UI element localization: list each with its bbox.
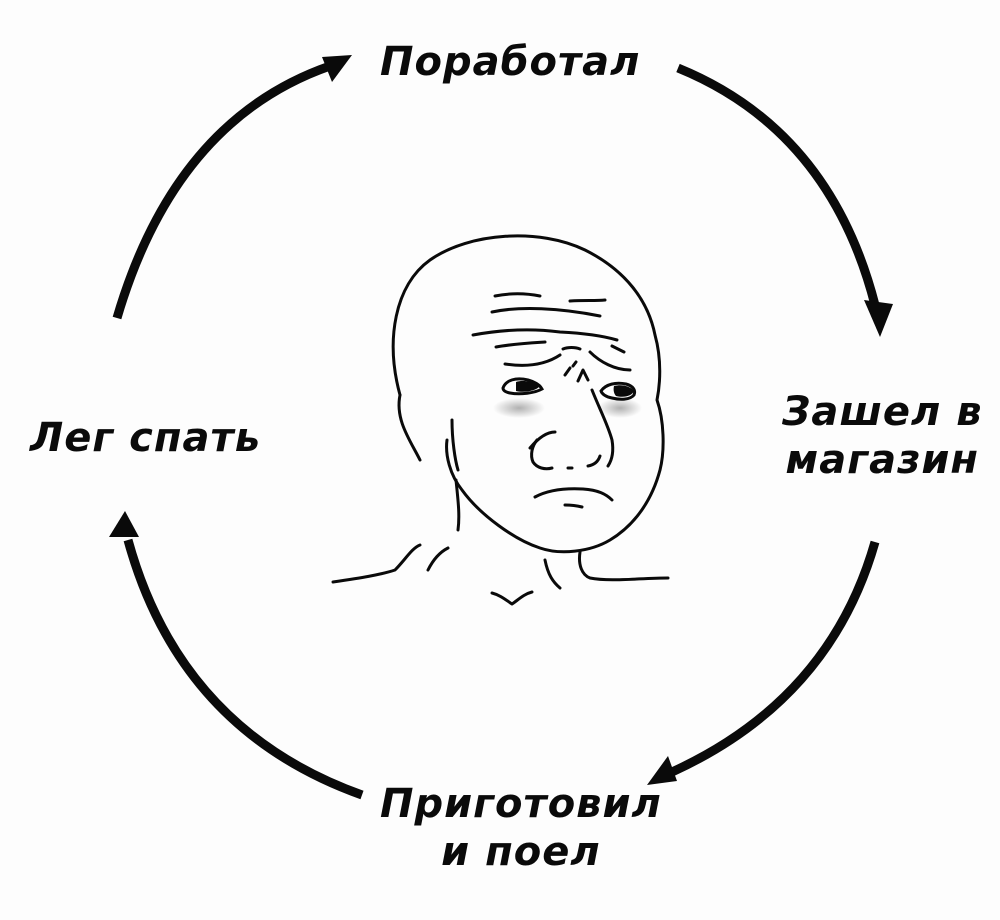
arrowhead-bottom-icon: [647, 756, 677, 785]
step-label-line: Приготовил: [380, 781, 662, 827]
arrow-right-to-bottom: [670, 540, 880, 777]
step-label-line: Лег спать: [30, 415, 261, 461]
arrow-left-to-top: [112, 61, 332, 320]
step-label-line: Зашел в: [782, 389, 983, 435]
step-label-right: Зашел в магазин: [782, 388, 983, 484]
arrow-top-to-right: [676, 63, 880, 307]
arrow-bottom-to-left: [123, 538, 364, 800]
step-label-bottom: Приготовил и поел: [380, 780, 662, 876]
arrowhead-right-icon: [864, 300, 893, 337]
step-label-line: и поел: [441, 829, 601, 875]
arrowhead-top-icon: [322, 55, 352, 82]
step-label-top: Поработал: [380, 38, 640, 86]
step-label-left: Лег спать: [30, 414, 261, 462]
step-label-line: Поработал: [380, 39, 641, 85]
arrowhead-left-icon: [109, 511, 139, 537]
step-label-line: магазин: [785, 437, 980, 483]
